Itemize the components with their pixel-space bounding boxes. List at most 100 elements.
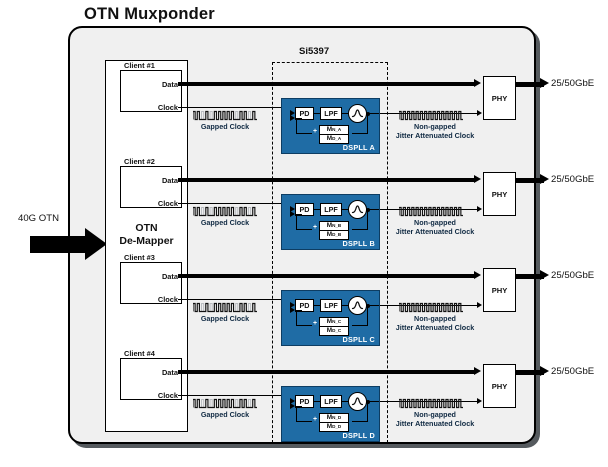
si5397-label: Si5397 xyxy=(299,46,330,57)
divider-denominator: MD_A xyxy=(326,135,342,142)
phy-clock-arrow xyxy=(477,397,482,404)
nongapped-caption-line-1: Non-gapped xyxy=(414,122,456,131)
phy-output-wire xyxy=(516,178,544,184)
gapped-clock-caption: Gapped Clock xyxy=(200,218,250,227)
phy-output-wire xyxy=(516,274,544,280)
loop-filter-block: LPF xyxy=(320,395,342,408)
feedback-into-pd-wire xyxy=(296,406,302,408)
pd-input-ref-arrow xyxy=(290,114,295,121)
port-label-clock: Clock xyxy=(157,295,178,304)
dspll-name-label: DSPLL B xyxy=(342,239,375,248)
vco-output-wire xyxy=(367,401,379,403)
demapper-line-2: De-Mapper xyxy=(119,235,174,247)
phy-output-arrow xyxy=(540,270,549,281)
nongapped-clock-waveform xyxy=(398,204,463,222)
divider-denominator: MD_B xyxy=(326,231,342,238)
phy-block: PHY xyxy=(483,76,516,120)
pd-to-lpf-wire xyxy=(314,209,320,211)
data-wire xyxy=(178,370,474,374)
loop-filter-block: LPF xyxy=(320,299,342,312)
loop-filter-block: LPF xyxy=(320,107,342,120)
feedback-down-wire xyxy=(367,305,369,326)
phy-block: PHY xyxy=(483,268,516,312)
input-arrow-shaft xyxy=(30,236,86,253)
loop-filter-block: LPF xyxy=(320,203,342,216)
vco-output-wire xyxy=(367,209,379,211)
output-label: 25/50GbE xyxy=(551,270,595,281)
gapped-clock-waveform xyxy=(192,204,257,222)
client-caption: Client #2 xyxy=(124,157,155,166)
data-wire-arrow xyxy=(474,175,481,184)
divider-to-pd-wire xyxy=(296,421,312,423)
port-label-data: Data xyxy=(161,80,178,89)
clock-wire-gapped xyxy=(178,203,288,205)
phy-output-wire xyxy=(516,370,544,376)
divider-to-pd-wire xyxy=(296,229,312,231)
nongapped-caption-line-1: Non-gapped xyxy=(414,218,456,227)
divider-numerator: MN_D xyxy=(320,414,348,423)
gapped-clock-caption: Gapped Clock xyxy=(200,410,250,419)
vco-icon xyxy=(348,104,367,123)
phase-detector-block: PD xyxy=(295,107,314,120)
feedback-down-wire xyxy=(367,113,369,134)
feedback-up-wire xyxy=(296,406,298,422)
output-label: 25/50GbE xyxy=(551,366,595,377)
pd-input-fb-arrow xyxy=(290,109,295,116)
pd-input-ref-arrow xyxy=(290,210,295,217)
phy-output-arrow xyxy=(540,78,549,89)
output-label: 25/50GbE xyxy=(551,78,595,89)
port-label-data: Data xyxy=(161,176,178,185)
vco-icon xyxy=(348,200,367,219)
nongapped-caption-line-2: Jitter Attenuated Clock xyxy=(395,419,475,428)
pd-input-fb-arrow xyxy=(290,397,295,404)
pd-to-lpf-wire xyxy=(314,305,320,307)
nongapped-caption-line-2: Jitter Attenuated Clock xyxy=(395,323,475,332)
feedback-into-pd-wire xyxy=(296,214,302,216)
nongapped-clock-waveform xyxy=(398,108,463,126)
input-arrow-head xyxy=(85,228,107,260)
clock-wire-gapped xyxy=(178,395,288,397)
phy-output-arrow xyxy=(540,366,549,377)
output-label: 25/50GbE xyxy=(551,174,595,185)
port-label-data: Data xyxy=(161,368,178,377)
dspll-name-label: DSPLL C xyxy=(342,335,375,344)
client-block xyxy=(120,262,182,304)
si5397-boundary xyxy=(272,62,388,443)
nongapped-caption-line-1: Non-gapped xyxy=(414,314,456,323)
phy-block: PHY xyxy=(483,172,516,216)
phase-detector-block: PD xyxy=(295,395,314,408)
divider-plus-sign: + xyxy=(313,224,318,231)
data-wire-arrow xyxy=(474,79,481,88)
vco-output-wire xyxy=(367,305,379,307)
nongapped-caption-line-1: Non-gapped xyxy=(414,410,456,419)
pd-input-ref-arrow xyxy=(290,306,295,313)
port-label-data: Data xyxy=(161,272,178,281)
feedback-up-wire xyxy=(296,214,298,230)
feedback-up-wire xyxy=(296,310,298,326)
diagram-title: OTN Muxponder xyxy=(84,5,215,23)
phy-output-wire xyxy=(516,82,544,88)
divider-numerator: MN_A xyxy=(320,126,348,135)
feedback-up-wire xyxy=(296,118,298,134)
port-label-clock: Clock xyxy=(157,391,178,400)
phy-clock-arrow xyxy=(477,301,482,308)
feedback-to-divider-wire xyxy=(352,325,368,327)
data-wire-arrow xyxy=(474,367,481,376)
input-label-40g-otn: 40G OTN xyxy=(18,213,60,224)
pd-input-fb-arrow xyxy=(290,301,295,308)
feedback-down-wire xyxy=(367,209,369,230)
divider-denominator: MD_C xyxy=(326,327,342,334)
nongapped-clock-waveform xyxy=(398,300,463,318)
phy-clock-arrow xyxy=(477,205,482,212)
gapped-clock-caption: Gapped Clock xyxy=(200,314,250,323)
